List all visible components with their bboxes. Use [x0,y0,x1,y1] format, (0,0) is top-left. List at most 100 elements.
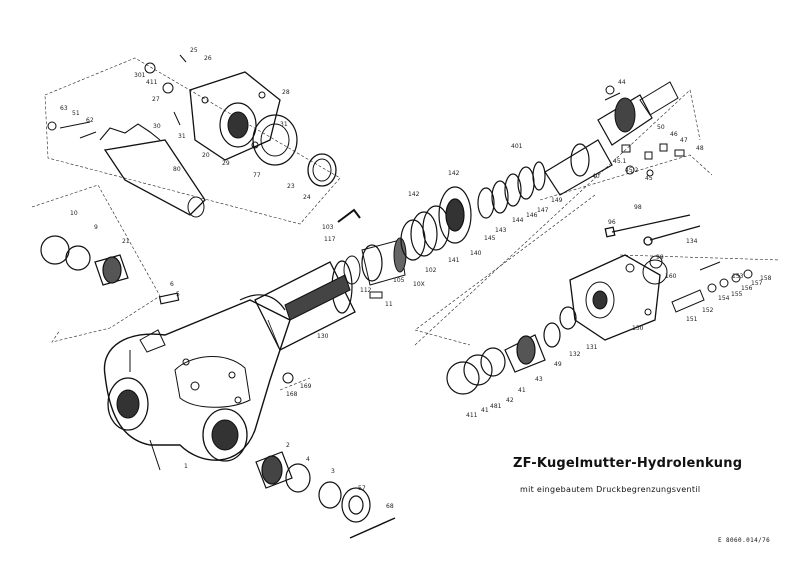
part-label: 46 [670,131,678,138]
part-label: 68 [386,503,394,510]
part-label: 141 [448,257,460,264]
part-label: 154 [718,295,730,302]
part-label: 146 [526,212,538,219]
part-label: 44 [618,79,626,86]
part-label: 27 [152,96,160,103]
cylinder-tube [254,260,356,351]
part-label: 142 [448,170,460,177]
part-label: 51 [72,110,80,117]
part-label: 57 [358,485,366,492]
part-label: 149 [551,197,563,204]
part-label: 9 [94,224,98,231]
part-label: 49 [554,361,562,368]
part-label: 411 [146,79,158,86]
main-housing [103,294,291,471]
part-label: 42 [506,397,514,404]
part-label: 26 [204,55,212,62]
assembly-guide-lines [31,57,781,391]
part-label: 168 [286,391,298,398]
part-label: 131 [586,344,598,351]
part-label: 156 [741,285,753,292]
part-label: 25 [190,47,198,54]
part-label: 31 [178,133,186,140]
lower-bearing-parts [255,451,396,539]
part-label: 4 [306,456,310,463]
part-label: 145 [484,235,496,242]
lower-ring-set [446,306,577,395]
part-label: 140 [470,250,482,257]
part-label: 481 [490,403,502,410]
part-label: 142 [408,191,420,198]
part-label: 45 [645,175,653,182]
part-label: 21 [122,238,130,245]
part-label: 5 [176,291,180,298]
part-label: 147 [537,207,549,214]
part-label: 143 [495,227,507,234]
part-label: 50 [657,124,665,131]
part-label: 20 [202,152,210,159]
seal-ring-stack [400,161,546,261]
part-label: 80 [173,166,181,173]
side-cover-assembly [144,54,337,187]
part-number-labels: 25 26 301 411 27 28 63 51 62 30 31 31 20… [60,47,772,510]
part-label: 23 [287,183,295,190]
part-label: 77 [253,172,261,179]
part-label: 1 [184,463,188,470]
pressure-relief-valve-parts [671,261,753,313]
part-label: 47 [680,137,688,144]
part-label: 3 [331,468,335,475]
misc-small-parts [282,208,383,384]
part-label: 62 [86,117,94,124]
long-bolts [604,214,701,246]
part-label: 10X [413,281,425,288]
part-label: 63 [60,105,68,112]
part-label: 24 [303,194,311,201]
part-label: 41 [481,407,489,414]
document-number: E 8060.014/76 [718,537,771,544]
part-label: 130 [632,325,644,332]
piston-assembly [343,237,407,286]
part-label: 40 [592,173,600,180]
part-label: 117 [324,236,336,243]
part-label: 134 [686,238,698,245]
part-label: 160 [665,273,677,280]
diagram-subtitle: mit eingebautem Druckbegrenzungsventil [520,485,701,494]
part-label: 151 [686,316,698,323]
part-label: 30 [153,123,161,130]
part-label: 144 [512,217,524,224]
part-label: 10 [70,210,78,217]
part-label: 48 [696,145,704,152]
input-shaft-valve [544,81,679,196]
part-label: 158 [760,275,772,282]
part-label: 112 [360,287,372,294]
sector-shaft [47,121,206,218]
part-label: 102 [425,267,437,274]
part-label: 169 [300,383,312,390]
valve-housing [569,254,668,341]
part-label: 96 [608,219,616,226]
part-label: 401 [511,143,523,150]
small-parts-upper-right [621,143,685,177]
part-label: 301 [134,72,146,79]
part-label: 132 [569,351,581,358]
part-label: 2 [286,442,290,449]
part-label: 155 [731,291,743,298]
part-label: 11 [385,301,393,308]
part-label: 45.2 [625,167,639,174]
part-label: 152 [702,307,714,314]
part-label: 28 [282,89,290,96]
part-label: 98 [634,204,642,211]
part-label: 130 [317,333,329,340]
part-label: 153 [732,273,744,280]
part-label: 105 [393,277,405,284]
part-label: 411 [466,412,478,419]
part-label: 29 [222,160,230,167]
part-label: 99 [656,254,664,261]
part-label: 31 [280,121,288,128]
part-label: 45.1 [613,158,627,165]
part-label: 43 [535,376,543,383]
part-label: 103 [322,224,334,231]
part-label: 41 [518,387,526,394]
